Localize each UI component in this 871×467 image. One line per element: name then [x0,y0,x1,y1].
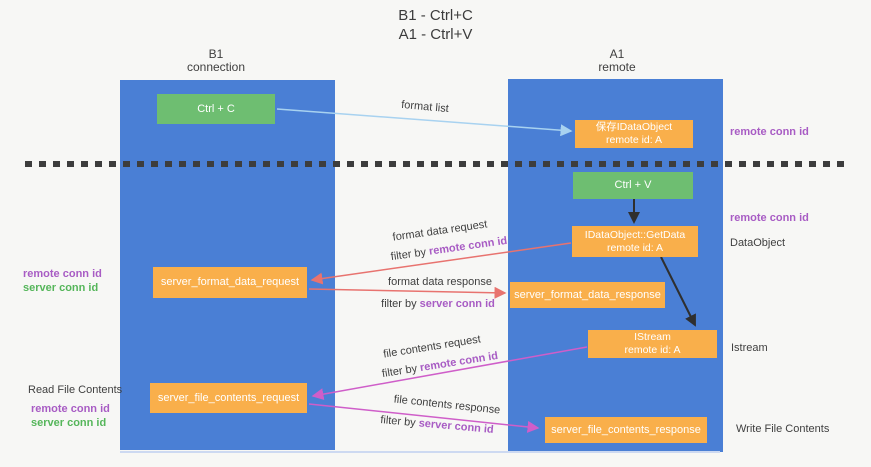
node-server-file-contents-request: server_file_contents_request [150,383,307,413]
annotation-read-file-contents: Read File Contents [28,384,123,396]
annotation-server-conn-id: server conn id [31,417,107,429]
node-save-dataobject-line1: 保存IDataObject [595,121,673,133]
label-format-data-response: format data response [388,276,492,288]
server-conn-id-key: server conn id [418,417,495,436]
left-column-name: B1 [208,47,224,61]
annotation-dataobject: DataObject [730,237,786,249]
left-column-role: connection [186,60,246,74]
annotation-remote-conn-id-top: remote conn id [730,126,809,138]
bottom-edge-line [120,451,720,453]
node-idataobject-getdata-line1: IDataObject::GetData [584,228,686,241]
right-column-name: A1 [609,47,625,61]
filter-by-text: filter by [381,362,422,381]
node-server-format-data-response-label: server_format_data_response [514,288,661,301]
annotation-remote-conn-id: remote conn id [31,403,110,415]
right-column-role: remote [598,60,636,74]
title-line-1: B1 - Ctrl+C [398,7,473,24]
annotation-remote-conn-id-mid: remote conn id [730,212,809,224]
filter-by-text: filter by [381,298,420,310]
filter-by-text: filter by [379,414,420,430]
right-column-header: A1 remote [517,48,717,74]
node-server-format-data-request-label: server_format_data_request [160,276,300,288]
label-format-list: format list [400,98,450,116]
node-ctrl-c-label: Ctrl + C [197,102,235,115]
label-file-contents-response-filter: filter by server conn id [380,414,494,436]
node-idataobject-getdata-line2: remote id: A [606,241,664,254]
label-format-data-response-filter: filter by server conn id [381,298,495,310]
filter-by-text: filter by [390,245,430,264]
node-server-file-contents-response: server_file_contents_response [545,417,707,443]
remote-conn-id-key: remote conn id [428,234,508,258]
annotation-istream: Istream [731,342,768,354]
node-idataobject-getdata: IDataObject::GetData remote id: A [572,226,698,257]
node-ctrl-v: Ctrl + V [573,172,693,199]
node-istream-line2: remote id: A [624,344,681,356]
arrow-format-data-response [308,286,507,299]
label-file-contents-response: file contents response [393,393,501,417]
annotation-write-file-contents: Write File Contents [736,423,830,435]
title-line-2: A1 - Ctrl+V [398,26,473,43]
node-save-dataobject-line2: remote id: A [605,134,663,146]
remote-conn-id-key: remote conn id [419,349,499,375]
node-server-file-contents-request-label: server_file_contents_request [157,391,300,404]
node-ctrl-v-label: Ctrl + V [614,179,652,191]
node-ctrl-c: Ctrl + C [157,94,275,124]
diagram-title: B1 - Ctrl+C A1 - Ctrl+V [0,6,871,44]
server-conn-id-key: server conn id [419,298,495,310]
node-server-format-data-request: server_format_data_request [153,267,307,298]
annotation-remote-conn-id: remote conn id [23,268,102,280]
annotation-server-conn-id: server conn id [23,282,99,294]
left-column-header: B1 connection [116,48,316,74]
node-istream-line1: IStream [634,331,671,343]
node-save-dataobject: 保存IDataObject remote id: A [575,120,693,148]
node-server-file-contents-response-label: server_file_contents_response [551,423,701,436]
annotation-conn-ids-mid: remote conn id server conn id [23,267,102,295]
node-istream: IStream remote id: A [588,330,717,358]
node-server-format-data-response: server_format_data_response [510,282,665,308]
annotation-conn-ids-bottom: remote conn id server conn id [31,402,110,430]
